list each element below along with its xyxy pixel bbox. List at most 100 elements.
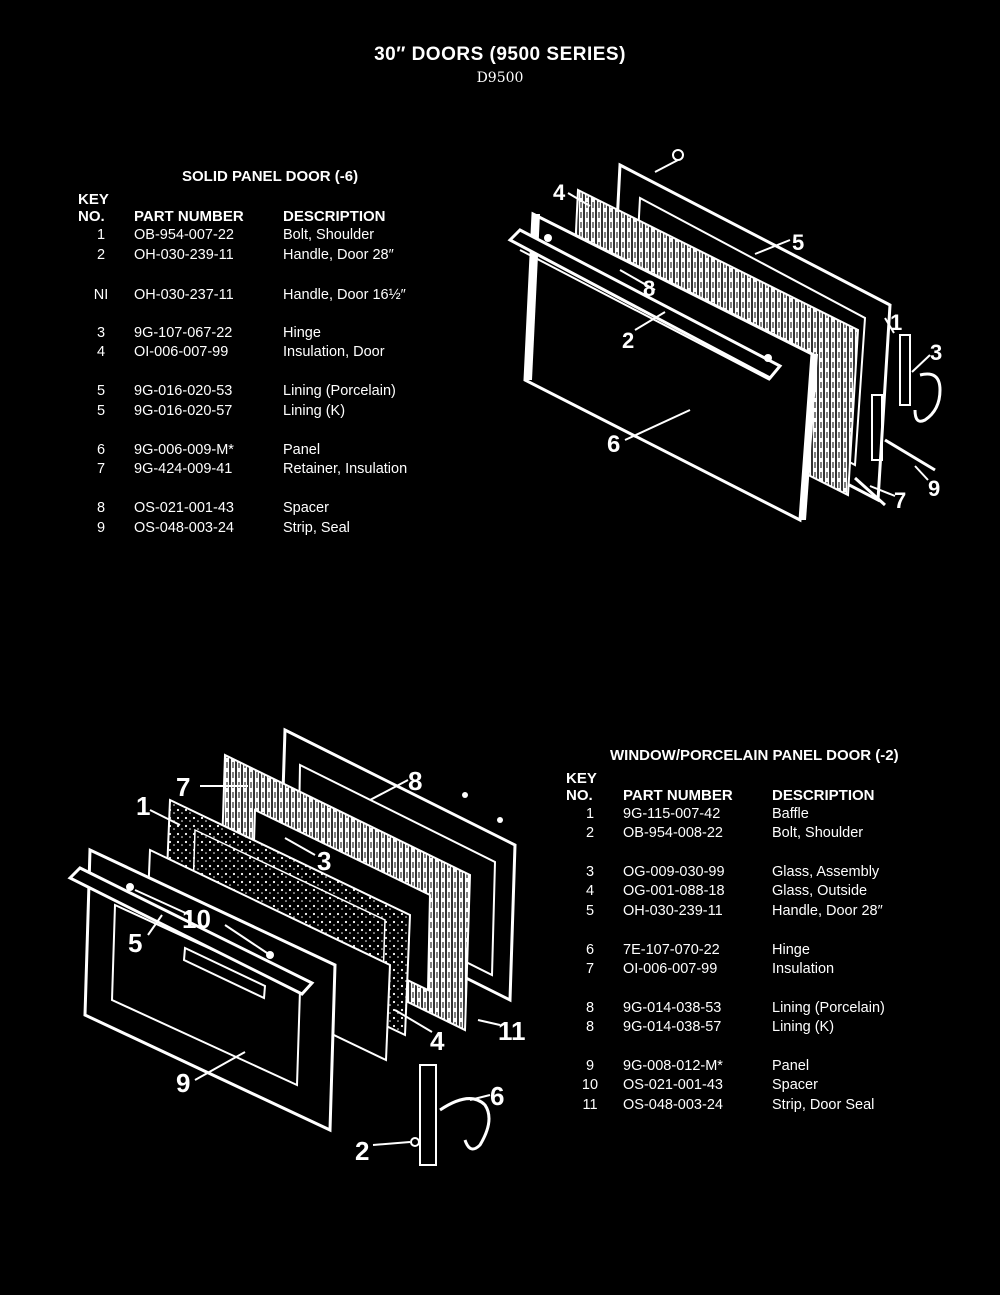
cell-part: OB-954-007-22 bbox=[134, 227, 234, 243]
cell-desc: Lining (Porcelain) bbox=[283, 383, 396, 399]
page-title: 30″ DOORS (9500 SERIES) bbox=[374, 44, 626, 65]
cell-key: 4 bbox=[96, 344, 106, 360]
table2-no-label: NO. bbox=[566, 787, 593, 804]
cell-part: OI-006-007-99 bbox=[134, 344, 229, 360]
cell-part: OI-006-007-99 bbox=[623, 961, 718, 977]
cell-key: 9 bbox=[96, 520, 106, 536]
callout-1: 1 bbox=[136, 791, 150, 821]
cell-part: 9G-115-007-42 bbox=[623, 806, 721, 822]
callout-11: 11 bbox=[498, 1016, 526, 1046]
cell-key: 1 bbox=[96, 227, 106, 243]
callout-6: 6 bbox=[490, 1081, 504, 1111]
callout-4: 4 bbox=[553, 180, 566, 205]
table2-key-label: KEY bbox=[566, 770, 597, 787]
cell-key: 7 bbox=[96, 461, 106, 477]
callout-5: 5 bbox=[792, 230, 804, 255]
model-number: D9500 bbox=[476, 70, 524, 86]
cell-key: 4 bbox=[585, 883, 595, 899]
table-row: 4 OG-001-088-18 Glass, Outside bbox=[0, 881, 1000, 901]
cell-part: OB-954-008-22 bbox=[623, 825, 723, 841]
callout-7: 7 bbox=[176, 772, 190, 802]
callout-6: 6 bbox=[607, 431, 620, 458]
cell-part: OG-001-088-18 bbox=[623, 883, 725, 899]
cell-key: 10 bbox=[581, 1077, 599, 1093]
hinge-part bbox=[853, 334, 942, 507]
table1-no-label: NO. bbox=[78, 208, 105, 225]
table2-heading: WINDOW/PORCELAIN PANEL DOOR (-2) bbox=[610, 747, 899, 764]
hinge-part bbox=[410, 1064, 491, 1166]
callout-3: 3 bbox=[930, 340, 942, 365]
callout-2: 2 bbox=[355, 1136, 369, 1166]
cell-key: 6 bbox=[585, 942, 595, 958]
cell-desc: Insulation, Door bbox=[283, 344, 385, 360]
cell-desc: Glass, Outside bbox=[772, 883, 868, 899]
cell-desc: Hinge bbox=[283, 325, 321, 341]
table1-heading: SOLID PANEL DOOR (-6) bbox=[182, 168, 359, 185]
table-row: 2 OH-030-239-11 Handle, Door 28″ bbox=[0, 245, 1000, 265]
table2-part-header: PART NUMBER bbox=[623, 787, 733, 804]
table-row: 10 OS-021-001-43 Spacer bbox=[0, 1075, 1000, 1095]
callout-4: 4 bbox=[430, 1026, 445, 1056]
cell-key: 8 bbox=[96, 500, 106, 516]
callout-8: 8 bbox=[643, 276, 655, 301]
callout-8: 8 bbox=[408, 766, 422, 796]
cell-desc: Handle, Door 28″ bbox=[772, 903, 883, 919]
table-row: 6 9G-006-009-M* Panel bbox=[0, 440, 1000, 460]
cell-key: 5 bbox=[96, 383, 106, 399]
callout-5: 5 bbox=[128, 928, 142, 958]
callout-2: 2 bbox=[622, 328, 634, 353]
cell-part: 9G-107-067-22 bbox=[134, 325, 233, 341]
callout-10: 10 bbox=[182, 904, 211, 934]
callout-1: 1 bbox=[890, 310, 902, 335]
cell-part: OS-021-001-43 bbox=[134, 500, 234, 516]
cell-part: 9G-014-038-53 bbox=[623, 1000, 722, 1016]
callout-9: 9 bbox=[176, 1068, 190, 1098]
cell-desc: Lining (K) bbox=[283, 403, 346, 419]
cell-part: 9G-424-009-41 bbox=[134, 461, 233, 477]
cell-key: 2 bbox=[96, 247, 106, 263]
cell-part: 9G-006-009-M* bbox=[134, 442, 234, 458]
handle-part bbox=[507, 228, 783, 381]
cell-key: 2 bbox=[585, 825, 595, 841]
cell-part: 9G-014-038-57 bbox=[623, 1019, 722, 1035]
table-row: 1 9G-115-007-42 Baffle bbox=[0, 804, 1000, 824]
cell-key: 5 bbox=[585, 903, 595, 919]
cell-desc: Bolt, Shoulder bbox=[772, 825, 864, 841]
cell-desc: Bolt, Shoulder bbox=[283, 227, 375, 243]
cell-part: OS-048-003-24 bbox=[623, 1097, 723, 1113]
table-row: 4 OI-006-007-99 Insulation, Door bbox=[0, 342, 1000, 362]
callout-9: 9 bbox=[928, 476, 940, 501]
cell-part: OH-030-237-11 bbox=[134, 287, 234, 303]
cell-part: OH-030-239-11 bbox=[134, 247, 234, 263]
cell-key: 6 bbox=[96, 442, 106, 458]
table-row: 1 OB-954-007-22 Bolt, Shoulder bbox=[0, 225, 1000, 245]
cell-desc: Panel bbox=[283, 442, 321, 458]
cell-desc: Glass, Assembly bbox=[772, 864, 880, 880]
cell-part: OG-009-030-99 bbox=[623, 864, 725, 880]
cell-desc: Handle, Door 28″ bbox=[283, 247, 394, 263]
cell-desc: Hinge bbox=[772, 942, 810, 958]
cell-part: OS-021-001-43 bbox=[623, 1077, 723, 1093]
cell-desc: Spacer bbox=[772, 1077, 818, 1093]
cell-desc: Baffle bbox=[772, 806, 809, 822]
cell-key: 1 bbox=[585, 806, 595, 822]
cell-part: 9G-016-020-53 bbox=[134, 383, 233, 399]
cell-part: 9G-008-012-M* bbox=[623, 1058, 723, 1074]
cell-desc: Strip, Seal bbox=[283, 520, 350, 536]
cell-desc: Insulation bbox=[772, 961, 835, 977]
cell-desc: Lining (K) bbox=[772, 1019, 835, 1035]
cell-key: NI bbox=[93, 287, 109, 303]
cell-key: 8 bbox=[585, 1019, 595, 1035]
